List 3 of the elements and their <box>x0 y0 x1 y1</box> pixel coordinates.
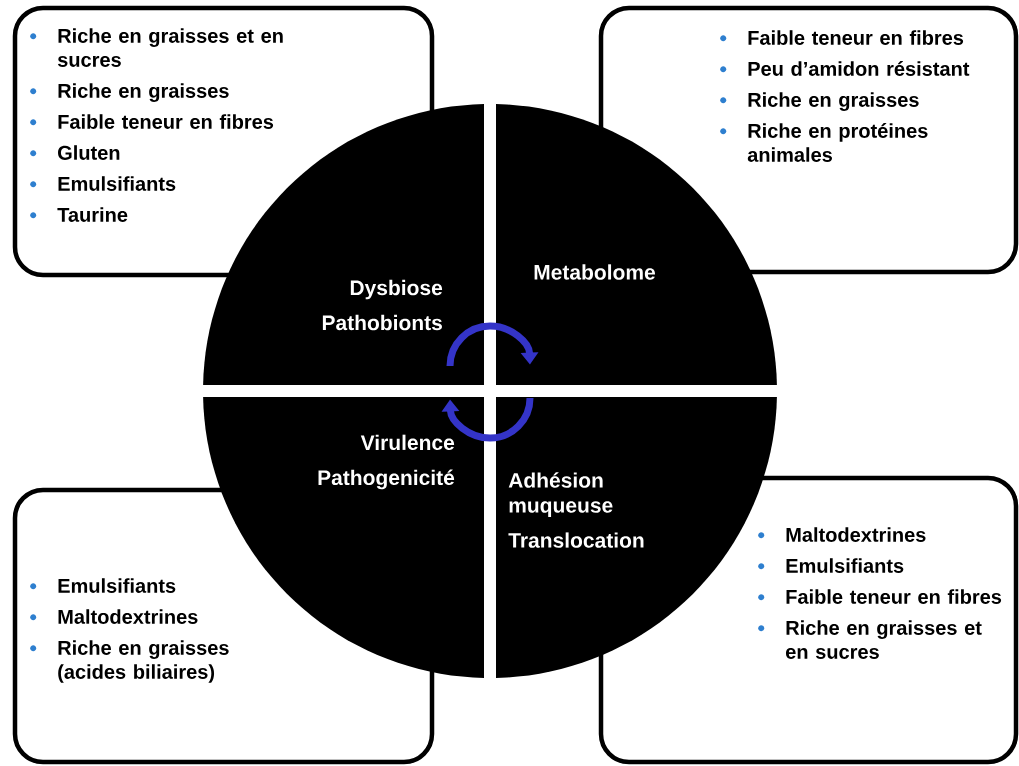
curved-arrow <box>446 322 539 367</box>
curved-arrow <box>441 397 534 442</box>
quadrant: Adhésion muqueuse Translocation <box>496 397 777 678</box>
